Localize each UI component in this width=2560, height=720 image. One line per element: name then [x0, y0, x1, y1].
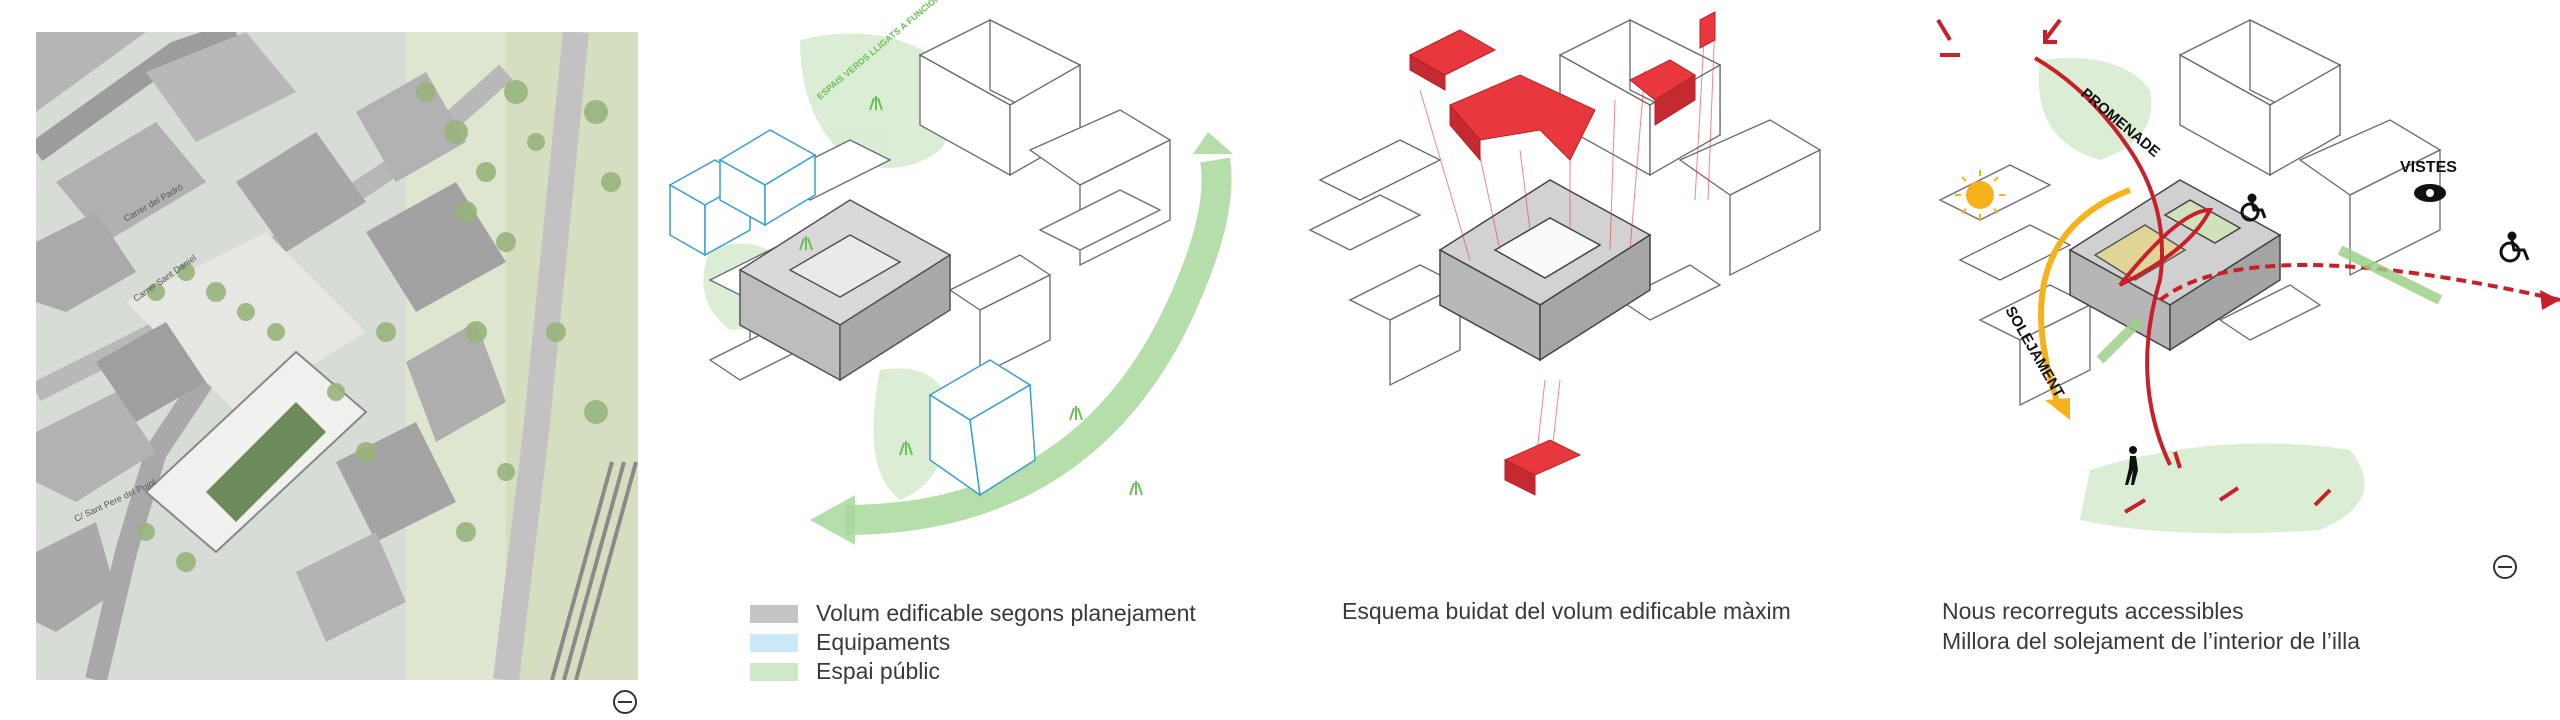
legend-swatch: [750, 633, 798, 652]
legend-item: Espai públic: [750, 657, 1196, 686]
wheelchair-icon: [2499, 231, 2530, 263]
panel3-caption: Esquema buidat del volum edificable màxi…: [1342, 598, 1791, 624]
hollowed-volume: [1438, 179, 1652, 362]
volume-diagram-panel: EIX VERD ESPAIS VERDS LLIGATS A FUNCIONS…: [650, 0, 1270, 720]
hollowed-axonometric: [1308, 11, 1822, 496]
green-axis-arrow: [844, 157, 1232, 535]
sunlight-arc: [2038, 187, 2132, 411]
legend-label: Espai públic: [816, 658, 941, 684]
caption-line: Millora del solejament de l’interior de …: [1942, 628, 2361, 654]
hollowed-volume-panel: Esquema buidat del volum edificable màxi…: [1290, 0, 1910, 720]
routes-panel: PROMENADE SOLEJAMENT VISTES Nous recorre…: [1920, 0, 2560, 720]
pedestrian-icon: [2125, 446, 2138, 485]
sun-icon: [1955, 170, 2005, 220]
panel4-caption: Nous recorreguts accessibles Millora del…: [1942, 596, 2360, 656]
aerial-site-plan: Carrer Sant Daniel Carrer del Padró C/ S…: [36, 32, 638, 680]
legend-label: Equipaments: [816, 629, 951, 655]
legend-label: Volum edificable segons planejament: [816, 600, 1196, 626]
legend-item: Equipaments: [750, 628, 1196, 657]
accessible-routes: [1936, 18, 2560, 466]
buildable-volume: [738, 199, 952, 382]
wheelchair-icon: [2240, 193, 2267, 222]
vistes-label: VISTES: [2400, 159, 2457, 176]
routes-axonometric: PROMENADE SOLEJAMENT VISTES: [1936, 18, 2560, 534]
caption-line: Nous recorreguts accessibles: [1942, 598, 2244, 624]
eye-icon: [2414, 184, 2446, 202]
equipment-volumes: [668, 129, 1036, 497]
legend-item: Volum edificable segons planejament: [750, 599, 1196, 628]
volume-axonometric: EIX VERD ESPAIS VERDS LLIGATS A FUNCIONS…: [668, 0, 1233, 545]
north-arrow-icon: [613, 690, 637, 714]
north-arrow-icon: [2493, 555, 2517, 579]
legend: Volum edificable segons planejament Equi…: [750, 599, 1196, 686]
legend-swatch: [750, 604, 798, 623]
removed-volume-pieces: [1408, 11, 1716, 496]
legend-swatch: [750, 662, 798, 681]
